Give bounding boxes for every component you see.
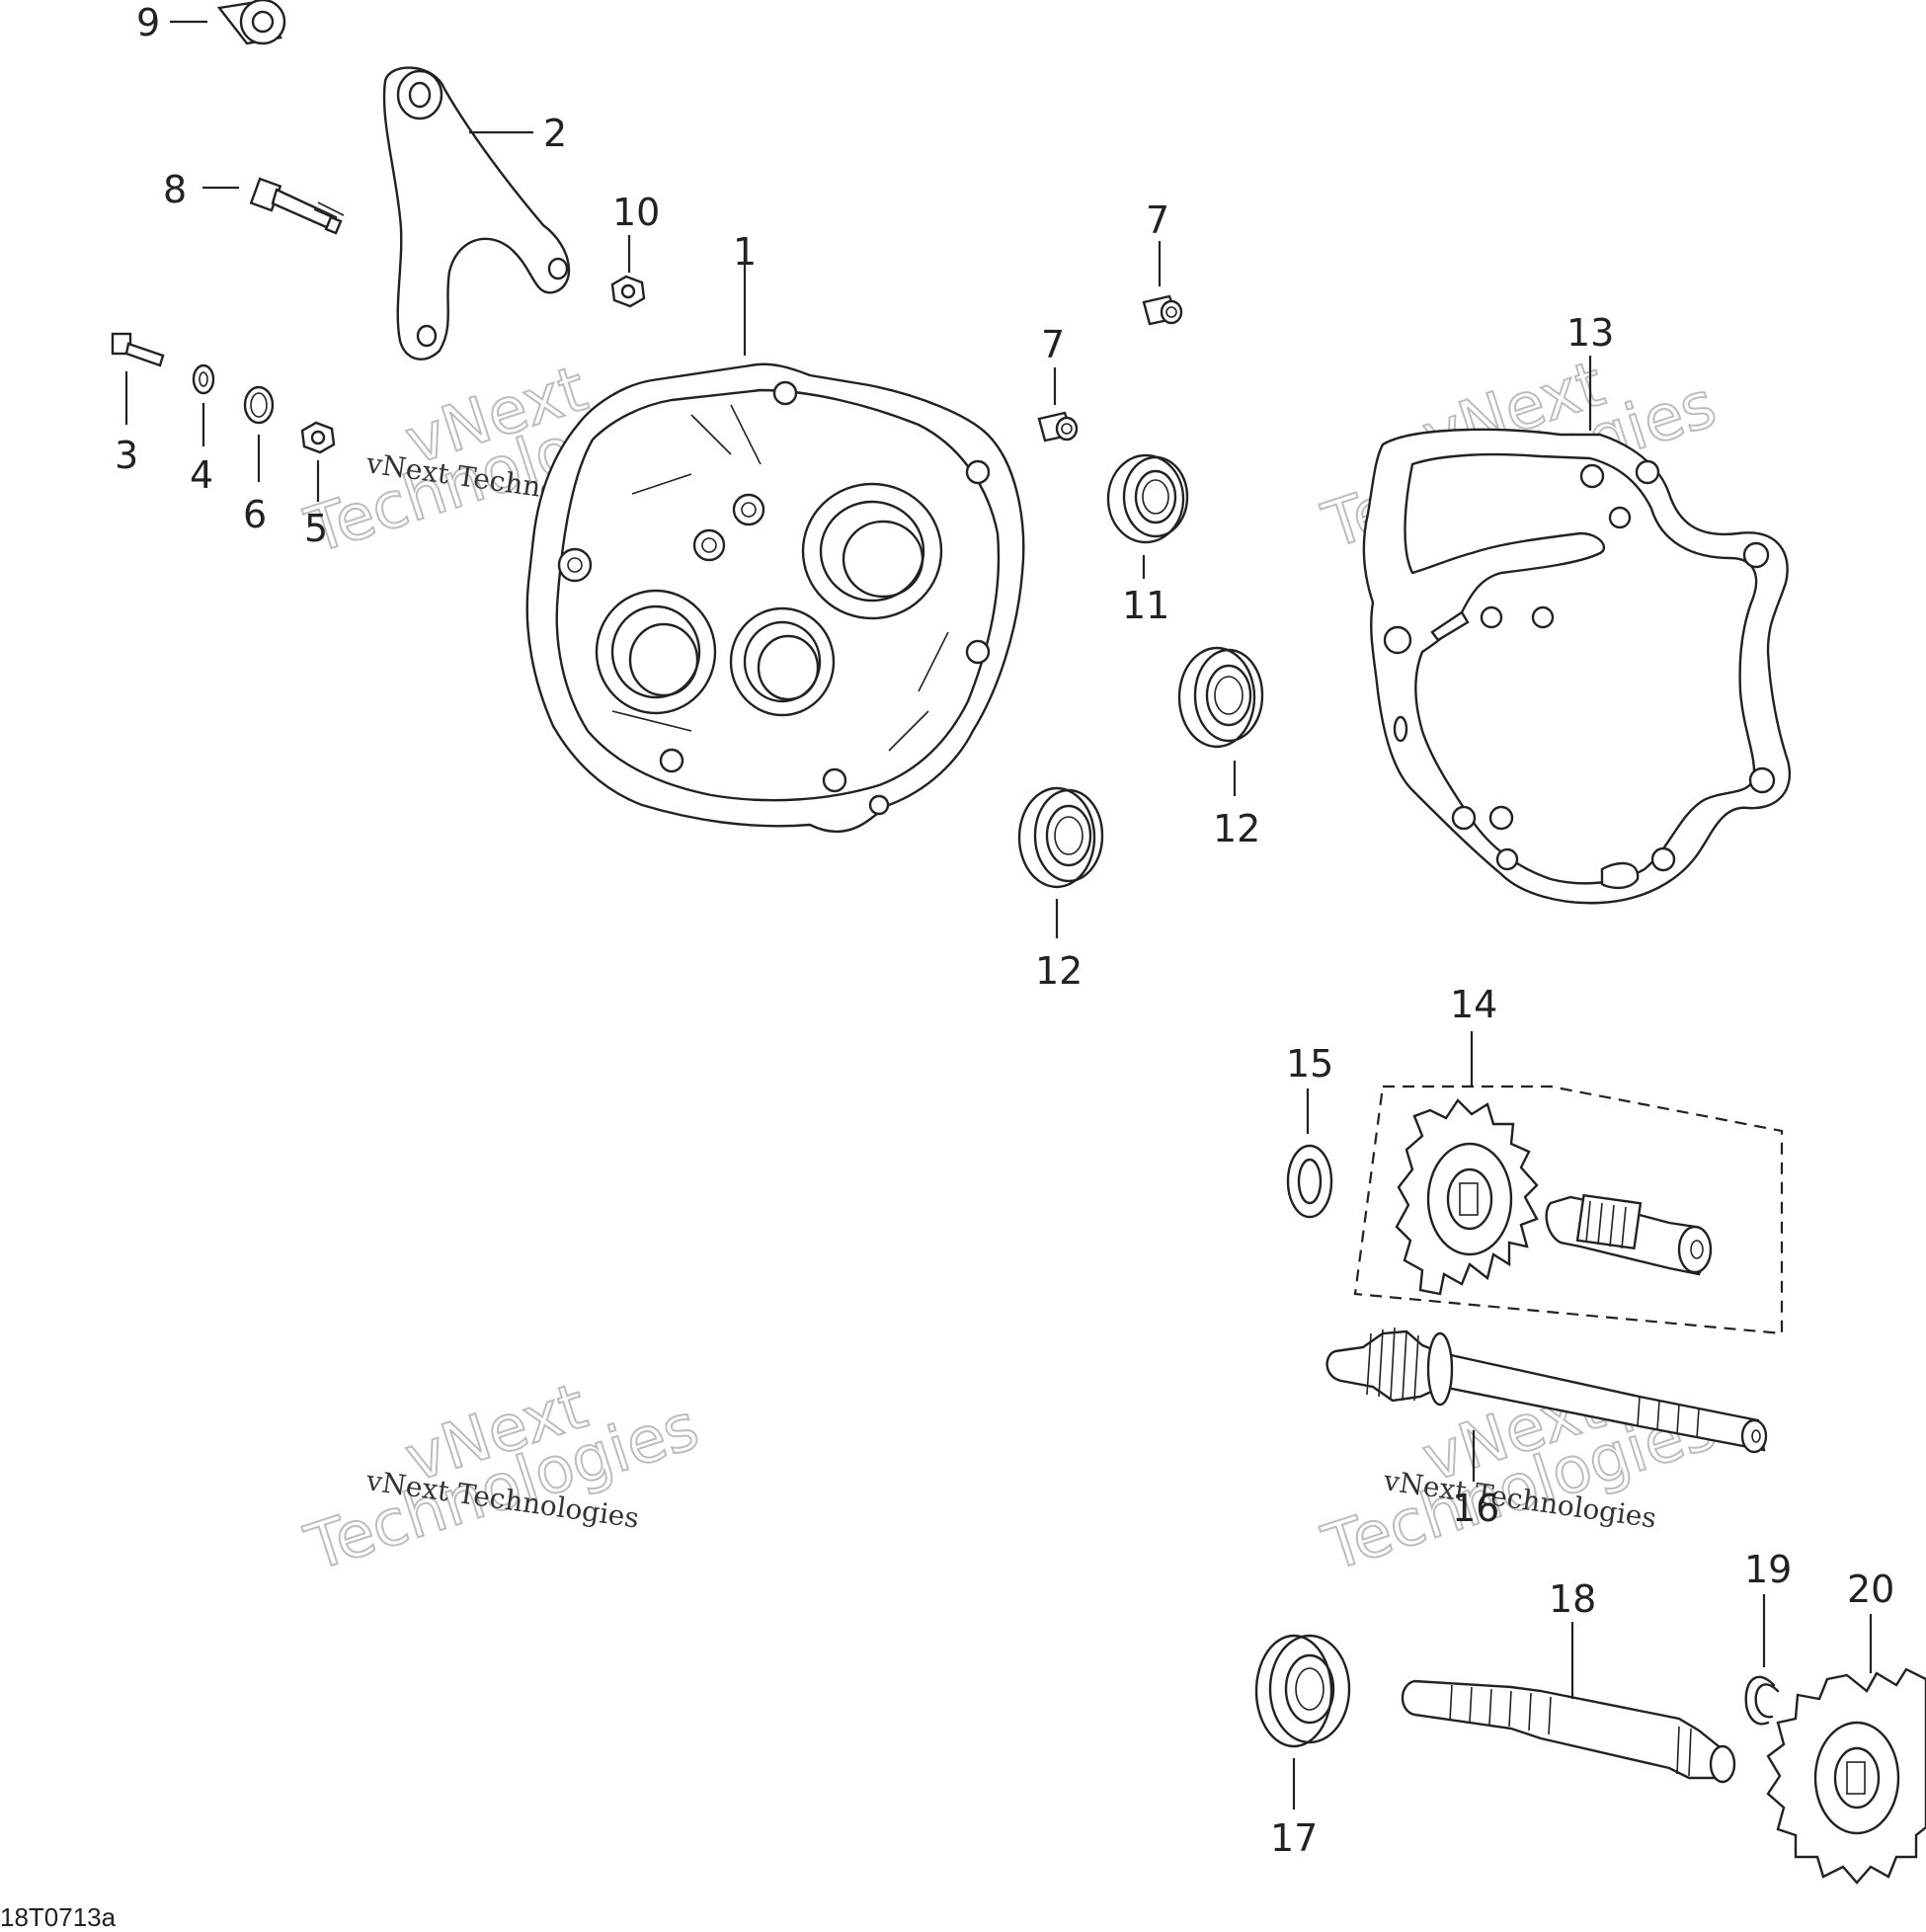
callout-1: 1: [733, 230, 757, 274]
part-7-dowel-pin-b: 7: [1037, 323, 1079, 443]
part-14-gear-assembly: 14: [1353, 983, 1784, 1335]
gear-14: [1395, 1098, 1539, 1296]
part-5-nut: 5: [300, 421, 336, 550]
callout-7a: 7: [1146, 199, 1169, 242]
part-10-nut: 10: [610, 191, 660, 308]
callout-12a: 12: [1213, 807, 1260, 850]
callout-13: 13: [1566, 311, 1614, 355]
drawing-code: 18T0713a: [0, 1902, 117, 1932]
part-6-washer: 6: [243, 385, 275, 536]
part-4-washer: 4: [190, 363, 215, 497]
part-11-bearing: 11: [1106, 453, 1189, 627]
callout-6: 6: [243, 493, 267, 536]
callout-20: 20: [1847, 1568, 1894, 1611]
part-16-countershaft: 16: [1325, 1327, 1768, 1530]
callout-9: 9: [136, 1, 160, 44]
part-18-output-shaft: 18: [1401, 1577, 1736, 1784]
callout-15: 15: [1286, 1042, 1333, 1086]
callout-8: 8: [163, 168, 187, 211]
part-12-bearing-lower: 12: [1017, 786, 1104, 993]
callout-18: 18: [1549, 1577, 1596, 1621]
part-15-washer: 15: [1286, 1042, 1333, 1219]
callout-4: 4: [190, 453, 213, 497]
shaft-14: [1545, 1193, 1713, 1276]
callout-17: 17: [1270, 1816, 1318, 1860]
callout-7b: 7: [1041, 323, 1065, 366]
callout-2: 2: [543, 112, 567, 155]
part-2-bracket: 2: [382, 66, 571, 361]
callout-5: 5: [304, 507, 328, 550]
callout-14: 14: [1450, 983, 1497, 1026]
callout-3: 3: [115, 434, 138, 477]
callout-19: 19: [1744, 1548, 1792, 1591]
callout-16: 16: [1452, 1487, 1499, 1530]
part-9-bushing: 9: [136, 0, 286, 45]
callout-12b: 12: [1035, 949, 1083, 993]
part-20-gear: 20: [1766, 1568, 1926, 1885]
watermark-bottom-left: vNext Technologies vNext Technologies: [296, 1369, 708, 1586]
part-13-gasket: 13: [1362, 311, 1791, 905]
part-19-circlip: 19: [1744, 1548, 1792, 1726]
part-7-dowel-pin-a: 7: [1142, 199, 1183, 326]
part-17-bearing: 17: [1254, 1634, 1351, 1860]
part-12-bearing-upper: 12: [1177, 646, 1264, 850]
part-8-bolt: 8: [163, 168, 345, 235]
callout-11: 11: [1122, 584, 1169, 627]
part-3-stud: 3: [111, 332, 165, 477]
part-1-housing: 1: [525, 230, 1025, 834]
callout-10: 10: [612, 191, 660, 234]
